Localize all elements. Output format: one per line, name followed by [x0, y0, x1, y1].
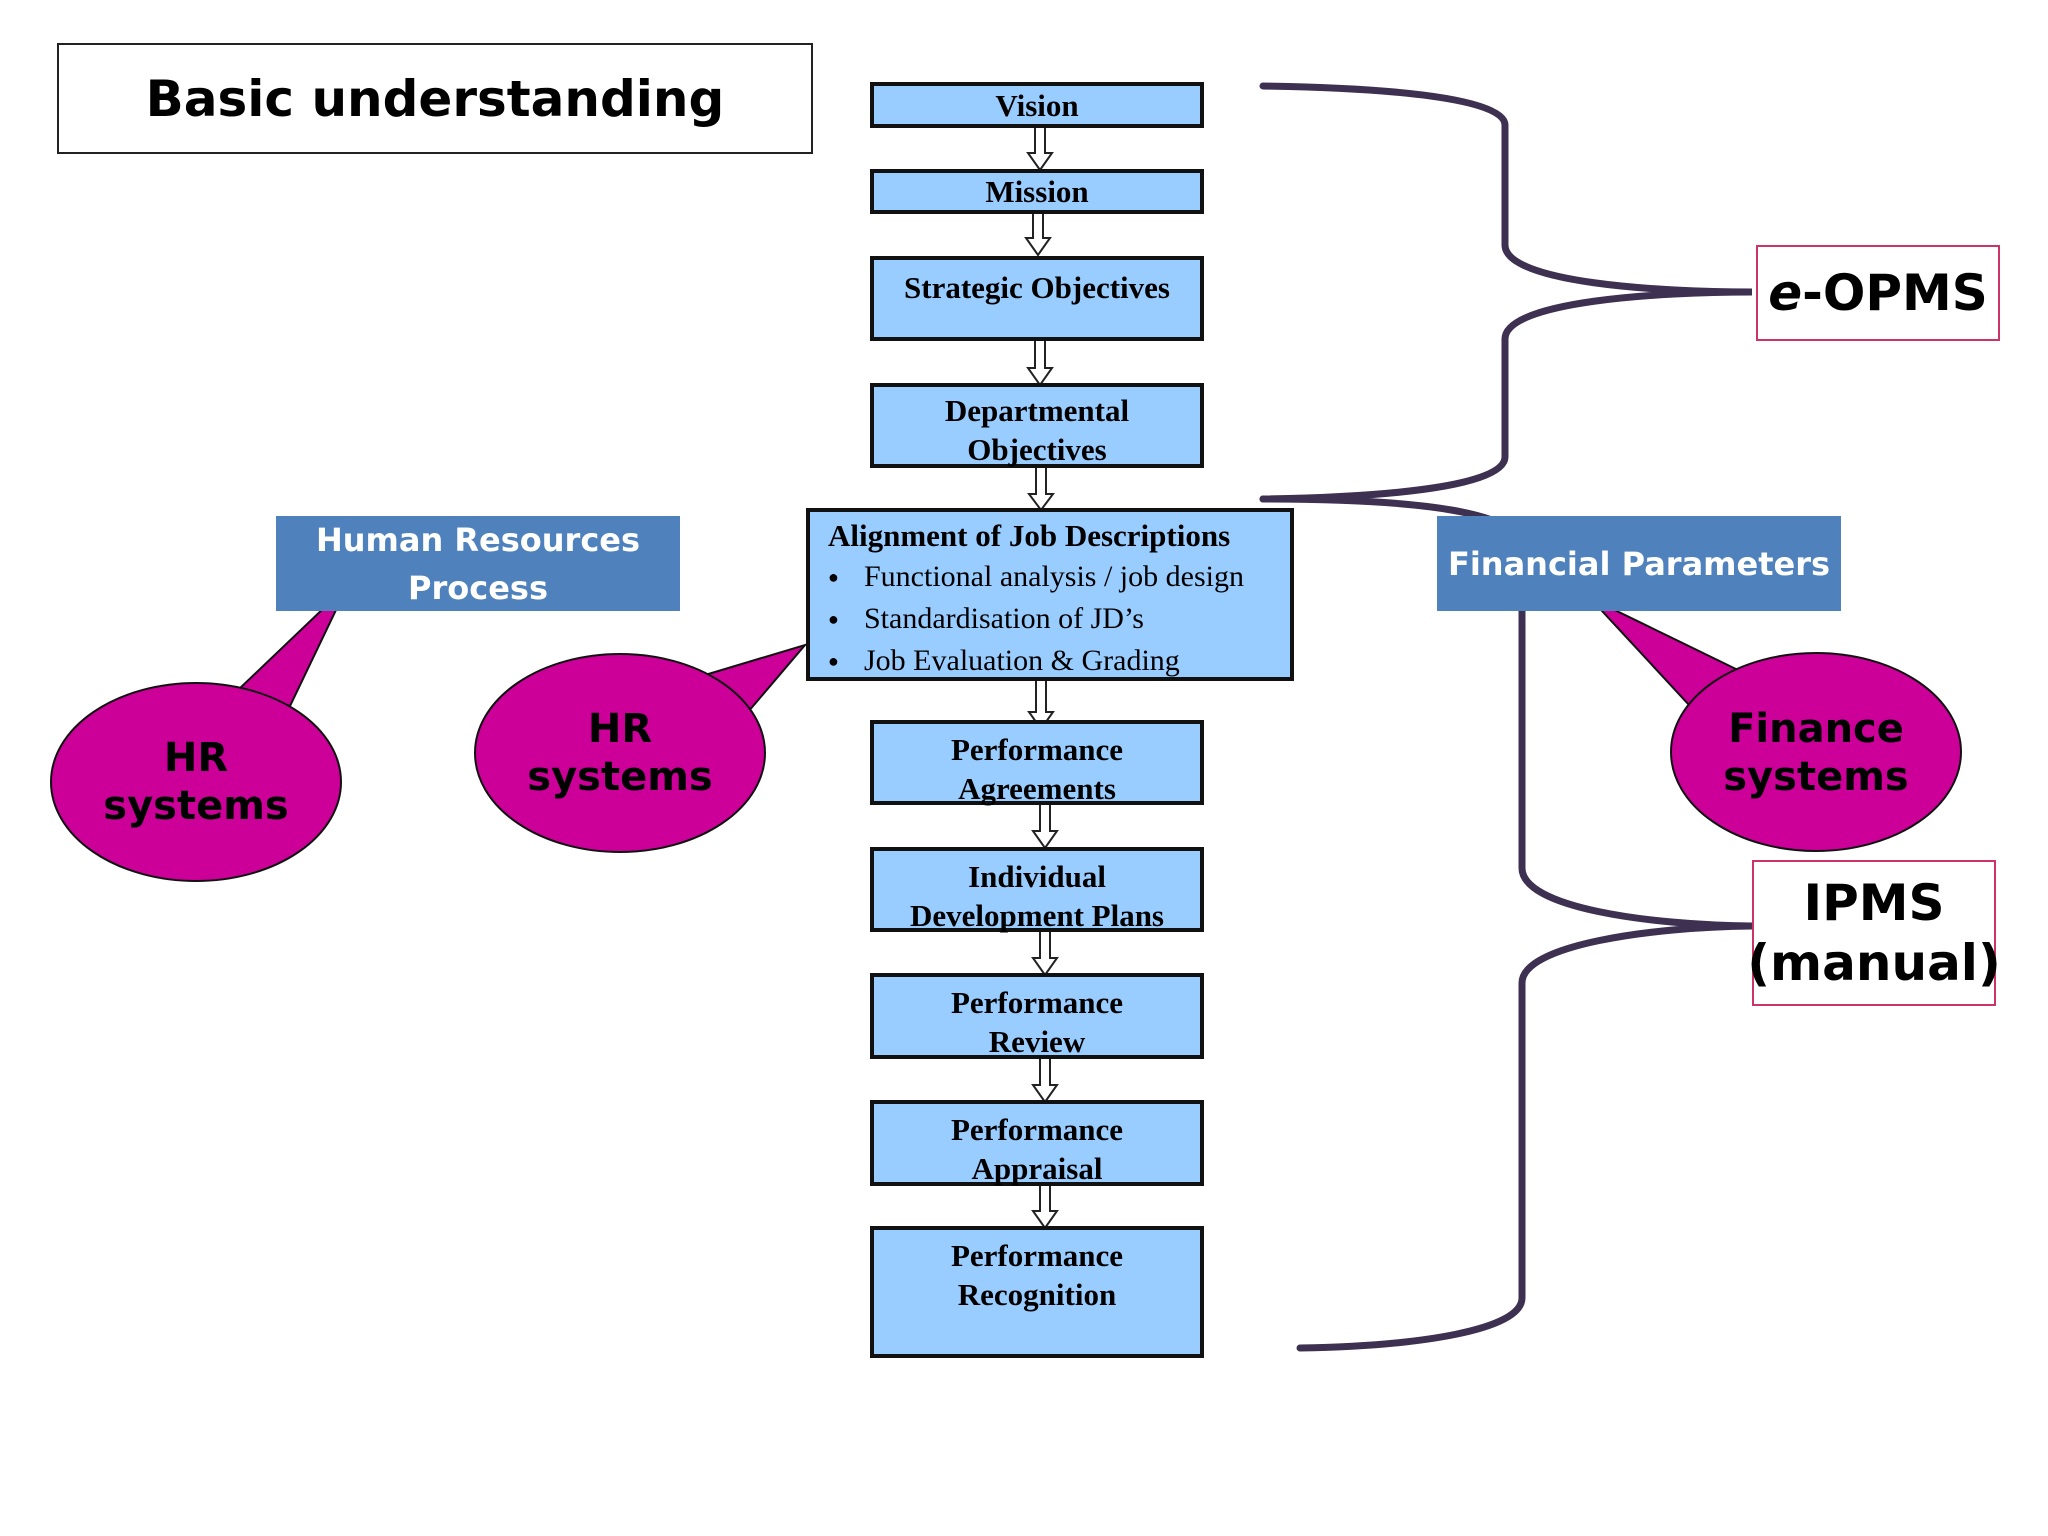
arrow-appraisal-recognition — [1031, 1182, 1059, 1230]
alignment-title: Alignment of Job Descriptions — [828, 518, 1231, 553]
performance-review-line-2: Review — [988, 1024, 1086, 1059]
departmental-objectives-line-1: Departmental — [944, 393, 1130, 428]
eopms-prefix: e — [1768, 264, 1803, 322]
performance-recognition-line-2: Recognition — [957, 1277, 1117, 1312]
departmental-objectives-line-2: Objectives — [967, 432, 1107, 467]
performance-recognition-box: Performance Recognition — [870, 1226, 1204, 1358]
performance-review-line-1: Performance — [950, 985, 1124, 1020]
arrow-strategic-departmental — [1026, 339, 1054, 387]
performance-agreements-line-1: Performance — [950, 732, 1124, 767]
alignment-bullet-item: Standardisation of JD’s — [828, 598, 1280, 640]
alignment-box: Alignment of Job Descriptions Functional… — [806, 508, 1294, 682]
individual-development-plans-box: Individual Development Plans — [870, 847, 1204, 933]
eopms-label: e-OPMS — [1768, 264, 1988, 322]
ipms-bracket — [1259, 495, 1753, 1352]
eopms-label-box: e-OPMS — [1756, 245, 2000, 341]
hr-process-box: Human Resources Process — [276, 516, 680, 611]
eopms-rest: -OPMS — [1802, 264, 1988, 322]
performance-review-box: Performance Review — [870, 973, 1204, 1059]
departmental-objectives-box: Departmental Objectives — [870, 383, 1204, 468]
mission-box: Mission — [870, 169, 1204, 214]
performance-appraisal-box: Performance Appraisal — [870, 1100, 1204, 1186]
hr-process-line-1: Human Resources — [315, 520, 641, 559]
idp-line-1: Individual — [968, 859, 1106, 894]
performance-appraisal-line-2: Appraisal — [971, 1151, 1103, 1186]
hr-center-callout — [474, 653, 766, 853]
alignment-bullet-item: Functional analysis / job design — [828, 556, 1280, 598]
performance-recognition-line-1: Performance — [950, 1238, 1124, 1273]
strategic-objectives-label: Strategic Objectives — [904, 270, 1170, 305]
eopms-bracket — [1259, 82, 1753, 503]
finance-callout — [1670, 652, 1962, 852]
ipms-line-2: (manual) — [1747, 934, 2001, 992]
performance-agreements-box: Performance Agreements — [870, 720, 1204, 806]
arrow-mission-strategic — [1024, 209, 1052, 257]
performance-agreements-line-2: Agreements — [958, 771, 1116, 806]
arrow-agreements-idp — [1031, 802, 1059, 850]
arrow-review-appraisal — [1031, 1056, 1059, 1104]
financial-parameters-label: Financial Parameters — [1447, 544, 1831, 583]
idp-line-2: Development Plans — [909, 898, 1164, 933]
vision-label: Vision — [995, 87, 1079, 123]
mission-label: Mission — [985, 174, 1089, 209]
arrow-departmental-alignment — [1027, 465, 1055, 512]
ipms-label-box: IPMS (manual) — [1747, 860, 2001, 1006]
strategic-objectives-box: Strategic Objectives — [870, 256, 1204, 341]
vision-box: Vision — [870, 82, 1204, 128]
alignment-bullet-item: Job Evaluation & Grading — [828, 640, 1280, 682]
ipms-line-1: IPMS — [1803, 874, 1945, 932]
performance-appraisal-line-1: Performance — [950, 1112, 1124, 1147]
financial-parameters-box: Financial Parameters — [1437, 516, 1841, 611]
hr-process-line-2: Process — [408, 568, 548, 607]
arrow-idp-review — [1031, 929, 1059, 977]
alignment-bullets: Functional analysis / job design Standar… — [828, 556, 1280, 682]
page-title: Basic understanding — [57, 43, 813, 154]
hr-left-callout — [50, 682, 342, 882]
arrow-vision-mission — [1026, 124, 1054, 172]
